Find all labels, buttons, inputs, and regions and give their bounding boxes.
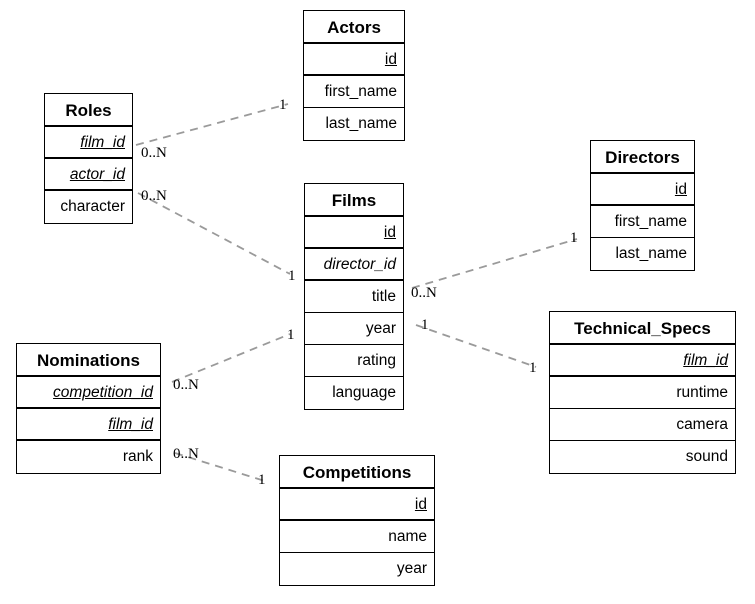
attribute-row[interactable]: rank bbox=[17, 441, 160, 473]
attribute-name: id bbox=[384, 51, 397, 68]
cardinality-label-nominations-films-to: 1 bbox=[287, 327, 295, 343]
attribute-name: title bbox=[371, 288, 396, 305]
attribute-name: runtime bbox=[676, 384, 728, 401]
entity-title-directors: Directors bbox=[591, 141, 694, 174]
attribute-row[interactable]: director_id bbox=[305, 249, 403, 281]
cardinality-label-roles-films-to: 1 bbox=[288, 268, 296, 284]
entity-title-roles: Roles bbox=[45, 94, 132, 127]
attribute-name: character bbox=[60, 198, 125, 215]
attribute-row[interactable]: sound bbox=[550, 441, 735, 473]
attribute-row[interactable]: first_name bbox=[591, 206, 694, 238]
attribute-row[interactable]: name bbox=[280, 521, 434, 553]
cardinality-label-films-technical-specs-to: 1 bbox=[529, 360, 537, 376]
relationship-line-nominations-films bbox=[171, 333, 291, 383]
attribute-row[interactable]: rating bbox=[305, 345, 403, 377]
attribute-name: director_id bbox=[323, 256, 396, 273]
attribute-name: id bbox=[414, 496, 427, 513]
attribute-row[interactable]: id bbox=[591, 174, 694, 206]
entity-title-actors: Actors bbox=[304, 11, 404, 44]
attribute-name: first_name bbox=[614, 213, 687, 230]
attribute-row[interactable]: runtime bbox=[550, 377, 735, 409]
entity-title-technical_specs: Technical_Specs bbox=[550, 312, 735, 345]
attribute-row[interactable]: year bbox=[280, 553, 434, 585]
relationship-line-films-directors bbox=[411, 238, 578, 289]
entity-roles[interactable]: Roles film_id actor_id character bbox=[44, 93, 133, 224]
attribute-row[interactable]: last_name bbox=[304, 108, 404, 140]
entity-actors[interactable]: Actors id first_name last_name bbox=[303, 10, 405, 141]
relationship-line-roles-actors bbox=[135, 103, 289, 146]
attribute-name: film_id bbox=[683, 352, 728, 369]
cardinality-label-films-directors-from: 0..N bbox=[411, 285, 437, 301]
attribute-name: first_name bbox=[324, 83, 397, 100]
attribute-row[interactable]: film_id bbox=[17, 409, 160, 441]
relationship-line-films-technical-specs bbox=[415, 324, 537, 368]
cardinality-label-films-technical-specs-from: 1 bbox=[421, 317, 429, 333]
attribute-name: last_name bbox=[325, 115, 397, 132]
attribute-row[interactable]: id bbox=[305, 217, 403, 249]
attribute-row[interactable]: character bbox=[45, 191, 132, 223]
attribute-row[interactable]: last_name bbox=[591, 238, 694, 270]
cardinality-label-nominations-competitions-from: 0..N bbox=[173, 446, 199, 462]
cardinality-label-roles-actors-to: 1 bbox=[279, 97, 287, 113]
attribute-name: actor_id bbox=[69, 166, 125, 183]
entity-title-competitions: Competitions bbox=[280, 456, 434, 489]
relationship-line-roles-films bbox=[137, 192, 291, 275]
attribute-row[interactable]: first_name bbox=[304, 76, 404, 108]
attribute-name: year bbox=[365, 320, 396, 337]
attribute-name: film_id bbox=[80, 134, 125, 151]
attribute-name: film_id bbox=[108, 416, 153, 433]
attribute-row[interactable]: language bbox=[305, 377, 403, 409]
attribute-name: camera bbox=[676, 416, 728, 433]
attribute-name: sound bbox=[685, 448, 728, 465]
attribute-row[interactable]: id bbox=[280, 489, 434, 521]
attribute-row[interactable]: id bbox=[304, 44, 404, 76]
attribute-name: year bbox=[396, 560, 427, 577]
attribute-row[interactable]: film_id bbox=[45, 127, 132, 159]
cardinality-label-nominations-competitions-to: 1 bbox=[258, 472, 266, 488]
attribute-name: id bbox=[674, 181, 687, 198]
cardinality-label-nominations-films-from: 0..N bbox=[173, 377, 199, 393]
cardinality-label-roles-actors-from: 0..N bbox=[141, 145, 167, 161]
cardinality-label-films-directors-to: 1 bbox=[570, 230, 578, 246]
attribute-row[interactable]: year bbox=[305, 313, 403, 345]
attribute-name: rank bbox=[122, 448, 153, 465]
attribute-row[interactable]: competition_id bbox=[17, 377, 160, 409]
attribute-name: language bbox=[332, 384, 396, 401]
entity-title-films: Films bbox=[305, 184, 403, 217]
attribute-row[interactable]: camera bbox=[550, 409, 735, 441]
cardinality-label-roles-films-from: 0..N bbox=[141, 188, 167, 204]
attribute-name: rating bbox=[357, 352, 396, 369]
attribute-name: competition_id bbox=[53, 384, 153, 401]
attribute-row[interactable]: actor_id bbox=[45, 159, 132, 191]
attribute-name: last_name bbox=[615, 245, 687, 262]
attribute-row[interactable]: title bbox=[305, 281, 403, 313]
entity-title-nominations: Nominations bbox=[17, 344, 160, 377]
entity-directors[interactable]: Directors id first_name last_name bbox=[590, 140, 695, 271]
attribute-name: id bbox=[383, 224, 396, 241]
attribute-row[interactable]: film_id bbox=[550, 345, 735, 377]
entity-competitions[interactable]: Competitions id name year bbox=[279, 455, 435, 586]
attribute-name: name bbox=[388, 528, 427, 545]
